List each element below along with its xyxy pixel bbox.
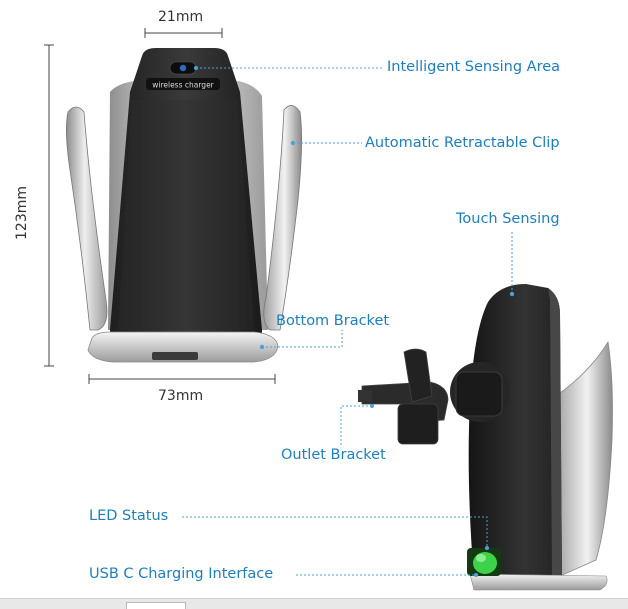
label-outlet-bracket: Outlet Bracket (281, 447, 386, 463)
dimension-21mm-line (144, 28, 223, 38)
leader-outlet (340, 405, 372, 446)
left-clip (66, 106, 108, 331)
side-base (469, 573, 608, 591)
dimension-height-text: 123mm (14, 186, 30, 240)
label-usb-c-charging-interface: USB C Charging Interface (89, 566, 274, 582)
dimension-base-text: 73mm (158, 388, 204, 404)
charger-label-text: wireless charger (152, 81, 214, 90)
outlet-bracket-top (403, 348, 433, 403)
side-silver-clip (555, 340, 613, 577)
charger-label-strip (146, 78, 220, 90)
outlet-bracket-tip (358, 390, 372, 402)
label-intelligent-sensing-area: Intelligent Sensing Area (387, 59, 561, 75)
dimension-123mm-line (44, 44, 54, 367)
outlet-bracket-clamp (397, 403, 439, 445)
label-led-status: LED Status (89, 508, 169, 524)
bottom-strip (0, 598, 628, 609)
charger-side-view (358, 284, 613, 591)
front-bottom-bracket (87, 331, 279, 363)
led-light (473, 552, 497, 574)
mount-nut (455, 371, 503, 417)
dimension-73mm-line (88, 374, 276, 384)
label-bottom-bracket: Bottom Bracket (276, 313, 390, 329)
label-automatic-retractable-clip: Automatic Retractable Clip (365, 135, 560, 151)
leader-dots (194, 66, 515, 577)
leader-lines (182, 67, 513, 576)
sensing-led (179, 64, 187, 72)
label-touch-sensing: Touch Sensing (456, 211, 560, 227)
bottom-tab[interactable] (126, 602, 186, 609)
right-clip (263, 105, 302, 331)
dimension-width-text: 21mm (158, 9, 204, 25)
leader-bottom (262, 330, 343, 348)
charger-front-view: wireless charger (66, 48, 302, 363)
leader-led (182, 516, 488, 548)
front-body (110, 48, 262, 352)
side-body (468, 284, 562, 580)
front-bracket-slot (152, 352, 198, 360)
